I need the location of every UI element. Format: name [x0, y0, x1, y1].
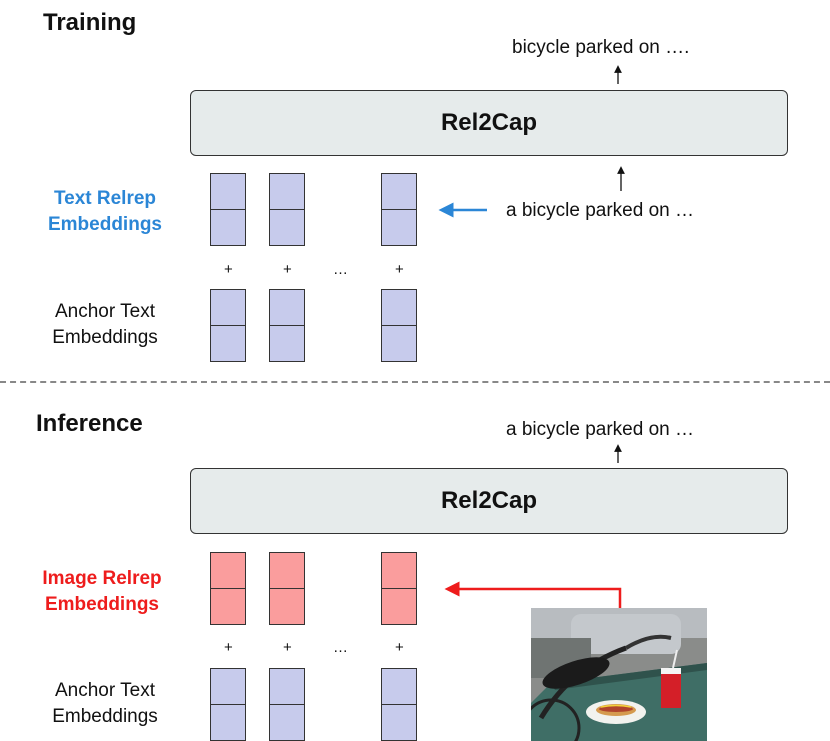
plus-sign: +: [283, 261, 292, 278]
embedding-cell: [269, 289, 305, 326]
text-relrep-label-line2: Embeddings: [47, 214, 162, 235]
embedding-cell: [269, 209, 305, 246]
image-relrep-arrow: [444, 581, 622, 608]
plus-sign: +: [395, 639, 404, 656]
plus-sign: +: [224, 639, 233, 656]
training-output-caption: bicycle parked on ….: [512, 37, 690, 58]
embedding-cell: [381, 209, 417, 246]
embedding-cell: [381, 588, 417, 625]
inference-anchor-label: Anchor Text Embeddings: [30, 678, 180, 730]
training-anchor-label-line1: Anchor Text: [55, 301, 155, 322]
embedding-cell: [210, 552, 246, 589]
bicycle-with-hotdog-and-drink-photo: [531, 608, 707, 741]
embedding-cell: [269, 668, 305, 705]
ellipsis: …: [333, 261, 348, 278]
text-relrep-label: Text Relrep Embeddings: [30, 186, 180, 238]
image-relrep-label-line2: Embeddings: [44, 594, 159, 615]
embedding-cell: [210, 325, 246, 362]
embedding-cell: [381, 668, 417, 705]
embedding-cell: [269, 704, 305, 741]
embedding-cell: [210, 209, 246, 246]
photo-illustration: [531, 608, 707, 741]
embedding-cell: [210, 668, 246, 705]
inference-anchor-label-line1: Anchor Text: [55, 680, 155, 701]
plus-sign: +: [395, 261, 404, 278]
inference-model-label: Rel2Cap: [440, 487, 538, 514]
plus-sign: +: [283, 639, 292, 656]
inference-title: Inference: [36, 410, 143, 437]
embedding-cell: [269, 325, 305, 362]
image-relrep-label: Image Relrep Embeddings: [27, 566, 177, 618]
image-relrep-label-line1: Image Relrep: [42, 568, 162, 589]
embedding-cell: [269, 588, 305, 625]
plus-sign: +: [224, 261, 233, 278]
training-input-caption: a bicycle parked on …: [506, 200, 694, 221]
text-relrep-label-line1: Text Relrep: [53, 188, 157, 209]
training-rel2cap-box: Rel2Cap: [190, 90, 788, 156]
embedding-cell: [210, 588, 246, 625]
ellipsis: …: [333, 639, 348, 656]
section-divider: [0, 381, 830, 383]
embedding-cell: [210, 289, 246, 326]
training-anchor-label: Anchor Text Embeddings: [30, 299, 180, 351]
inference-anchor-label-line2: Embeddings: [52, 706, 158, 727]
inference-rel2cap-box: Rel2Cap: [190, 468, 788, 534]
embedding-cell: [381, 173, 417, 210]
training-anchor-label-line2: Embeddings: [52, 327, 158, 348]
embedding-cell: [210, 173, 246, 210]
inference-output-caption: a bicycle parked on …: [506, 419, 694, 440]
training-model-label: Rel2Cap: [440, 109, 538, 136]
embedding-cell: [381, 704, 417, 741]
embedding-cell: [381, 325, 417, 362]
training-title: Training: [43, 9, 137, 36]
